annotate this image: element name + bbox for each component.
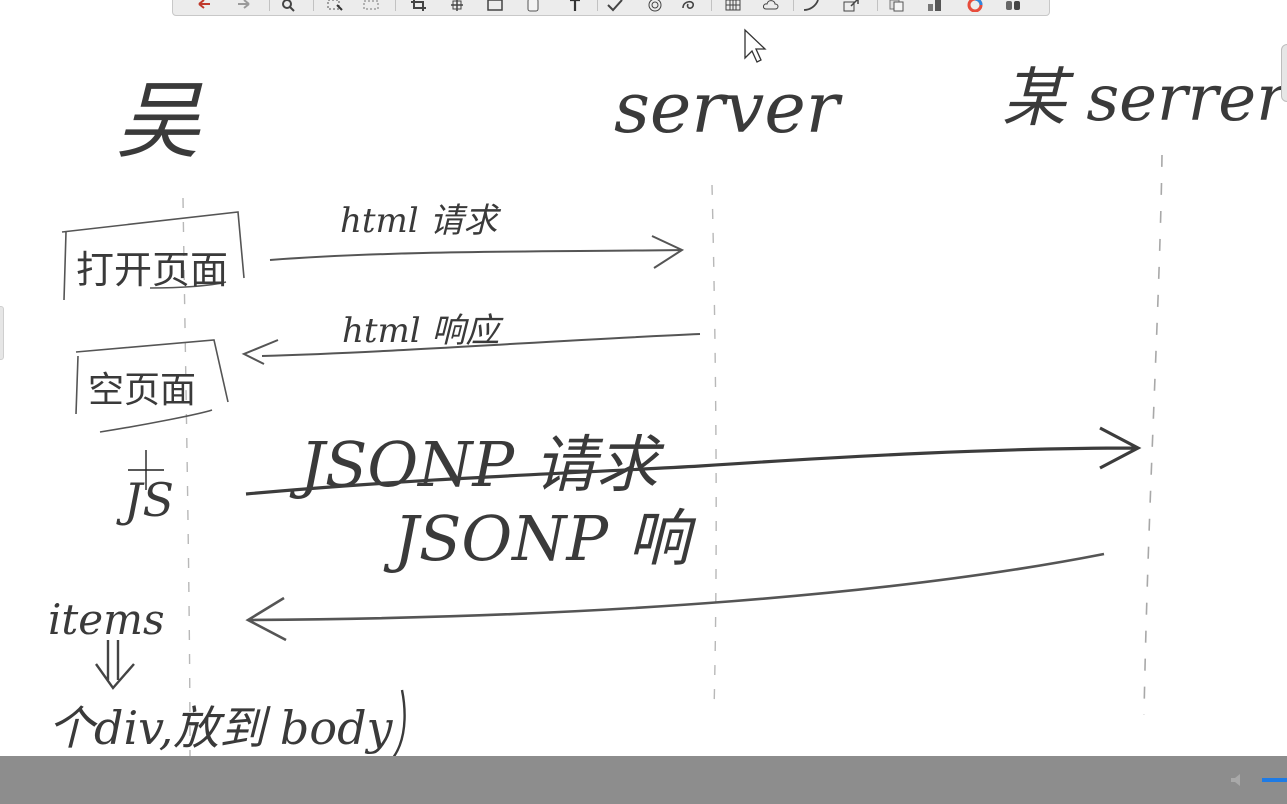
mouse-pointer-icon <box>744 28 767 63</box>
whiteboard-canvas[interactable]: 吴 server 某 serrer 打开页面 html 请求 html 响应 空… <box>0 0 1287 756</box>
zoom-icon[interactable] <box>279 0 299 13</box>
open-page-label: 打开页面 <box>76 248 228 292</box>
crosshair-cursor-icon <box>128 450 164 490</box>
other-server-label: 某 serrer <box>1002 62 1287 136</box>
div-body-label: 个div,放到 body <box>48 701 394 755</box>
text-tool-icon[interactable] <box>565 0 585 13</box>
marquee-icon[interactable] <box>361 0 381 13</box>
color-wheel-icon[interactable] <box>965 0 985 13</box>
video-control-bar <box>0 756 1287 804</box>
html-response-label: html 响应 <box>342 311 504 351</box>
rectangle-icon[interactable] <box>485 0 505 13</box>
brush-icon[interactable] <box>925 0 945 13</box>
empty-page-label: 空页面 <box>88 370 196 411</box>
server-lifeline <box>711 184 717 711</box>
undo-icon[interactable] <box>195 0 215 13</box>
items-label: items <box>48 595 165 644</box>
html-request-label: html 请求 <box>340 201 501 241</box>
server-label: server <box>614 67 843 149</box>
person-label: 吴 <box>116 72 203 170</box>
layers-icon[interactable] <box>887 0 907 13</box>
volume-icon[interactable] <box>1228 770 1248 790</box>
right-side-tab[interactable] <box>1281 44 1287 102</box>
empty-page-box <box>75 339 229 415</box>
cloud-icon[interactable] <box>761 0 781 13</box>
eraser-icon[interactable] <box>523 0 543 13</box>
grid-icon[interactable] <box>723 0 743 13</box>
drawing-toolbar <box>172 0 1050 16</box>
export-icon[interactable] <box>841 0 861 13</box>
jsonp-request-label: JSONP 请求 <box>289 428 665 501</box>
html-response-arrow <box>241 333 701 365</box>
jsonp-response-arrow <box>245 552 1105 642</box>
open-page-box <box>61 211 245 301</box>
swatches-icon[interactable] <box>1003 0 1023 13</box>
target-icon[interactable] <box>645 0 665 13</box>
curve-icon[interactable] <box>801 0 821 13</box>
move-icon[interactable] <box>447 0 467 13</box>
crop-icon[interactable] <box>409 0 429 13</box>
progress-bar[interactable] <box>1262 778 1287 782</box>
user-lifeline <box>182 197 191 756</box>
js-label: JS <box>116 473 174 527</box>
check-icon[interactable] <box>605 0 625 13</box>
jsonp-response-label: JSONP 响 <box>383 502 697 575</box>
down-arrow-icon <box>95 640 135 690</box>
select-icon[interactable] <box>325 0 345 13</box>
html-request-arrow <box>269 235 685 269</box>
left-side-tab[interactable] <box>0 306 4 360</box>
jsonp-request-arrow <box>245 426 1142 496</box>
redo-icon[interactable] <box>233 0 253 13</box>
other-server-lifeline <box>1143 154 1163 716</box>
swirl-icon[interactable] <box>679 0 699 13</box>
